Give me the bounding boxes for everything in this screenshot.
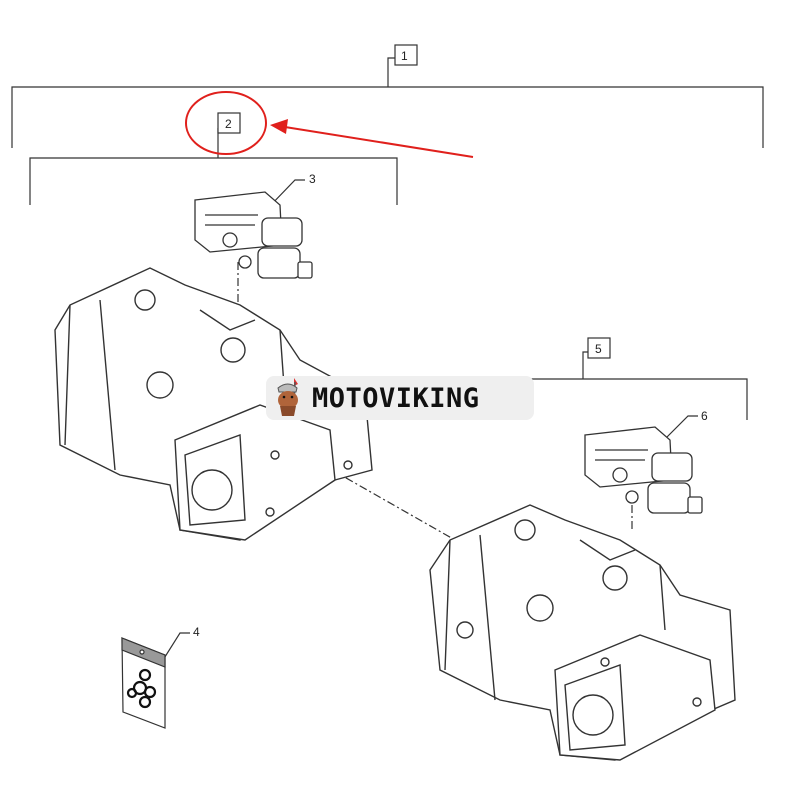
callout-box-2 <box>217 112 241 134</box>
highlight-circle <box>185 91 267 155</box>
centerline <box>237 262 633 541</box>
bracket-2 <box>29 128 398 205</box>
hydraulic-pump-right <box>429 504 736 761</box>
leader-4 <box>162 632 190 661</box>
watermark-logo: MOTOVIKING <box>266 376 534 420</box>
control-valve-3 <box>194 191 313 279</box>
callout-label-1: 1 <box>401 49 408 63</box>
callout-label-6: 6 <box>701 409 708 423</box>
logo-text: MOTOVIKING <box>312 382 480 414</box>
seal-kit-bag-4 <box>121 637 166 729</box>
hydraulic-pump-left <box>54 267 373 541</box>
control-valve-6 <box>584 426 703 514</box>
callout-label-3: 3 <box>309 172 316 186</box>
callout-label-2: 2 <box>225 117 232 131</box>
callout-box-1 <box>394 44 418 66</box>
leader-3 <box>267 179 305 209</box>
callout-label-5: 5 <box>595 342 602 356</box>
highlight-arrow <box>270 119 474 158</box>
bracket-1 <box>11 57 764 148</box>
callout-label-4: 4 <box>193 625 200 639</box>
viking-mascot-icon <box>277 378 298 416</box>
callout-box-5 <box>587 337 611 359</box>
leader-6 <box>657 415 698 447</box>
